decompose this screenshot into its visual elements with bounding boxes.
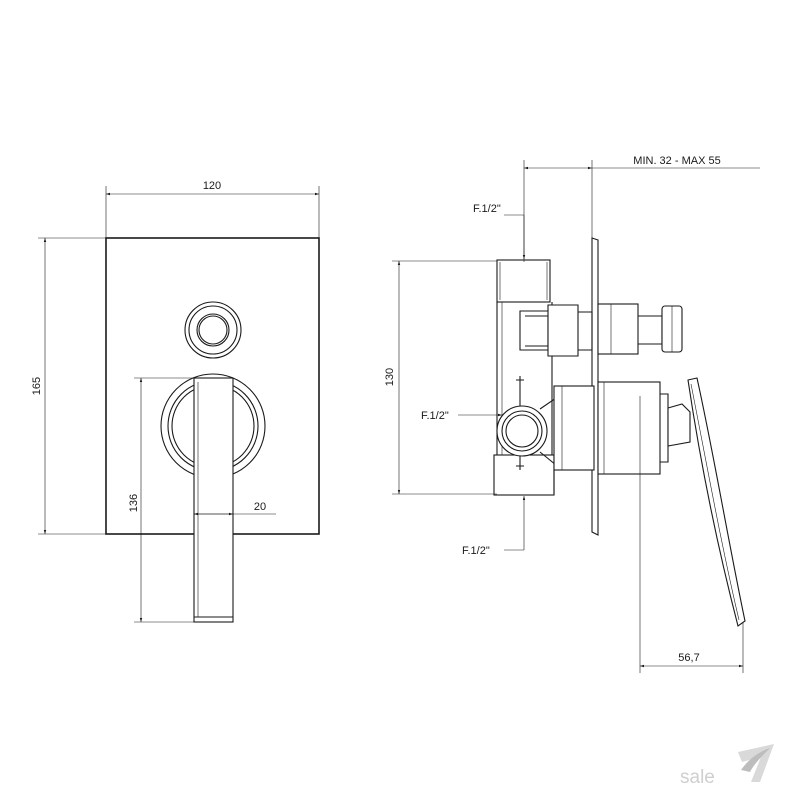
callout-label-top: F.1/2" [473,203,501,215]
dim-label-wall-depth: MIN. 32 - MAX 55 [633,155,720,167]
swoosh-7-icon [738,744,774,782]
mixer-cartridge [553,381,691,475]
front-view: 120 165 136 20 [31,180,320,623]
dimension-height: 165 [31,237,106,535]
side-view: MIN. 32 - MAX 55 130 56,7 F.1/2" F.1/2" [384,155,760,673]
dim-label-lever-projection: 56,7 [678,652,699,664]
dim-label-width: 120 [203,180,221,192]
dim-label-body-height: 130 [384,368,396,386]
dimension-body-height: 130 [384,260,497,495]
callout-label-bottom: F.1/2" [462,545,490,557]
valve-body [493,259,555,496]
callout-top-connection: F.1/2" [473,203,526,259]
dimension-lever-projection: 56,7 [639,396,744,673]
dimension-wall-depth: MIN. 32 - MAX 55 [523,155,760,262]
dim-label-lever-width: 20 [254,501,266,513]
watermark-logo: sale [680,744,774,788]
diverter-knob [184,301,242,359]
callout-label-side: F.1/2" [421,410,449,422]
dim-label-height: 165 [31,377,43,395]
dim-label-lever-drop: 136 [128,494,140,512]
callout-side-connection: F.1/2" [421,410,502,422]
side-lever [687,377,746,627]
dimension-lever-drop: 136 [128,377,194,623]
dimension-width: 120 [105,180,320,238]
watermark-brand: sale [680,767,715,788]
dimension-lever-width: 20 [194,501,276,516]
diverter-cartridge [519,303,683,357]
side-inlet [496,376,557,470]
mixer-lever [193,377,234,623]
callout-bottom-connection: F.1/2" [462,496,526,557]
